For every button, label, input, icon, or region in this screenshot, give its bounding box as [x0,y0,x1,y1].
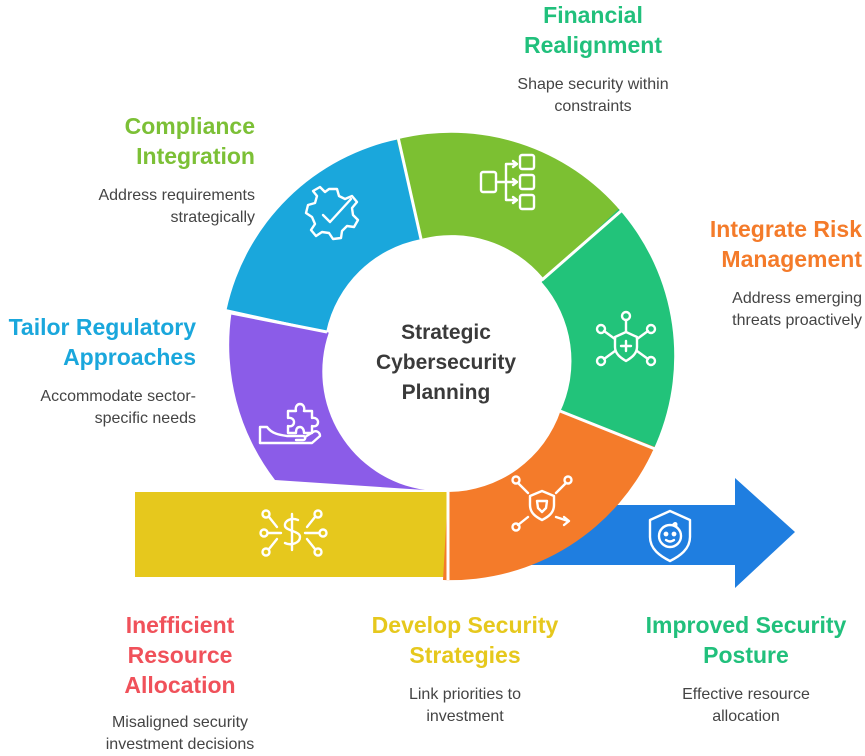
segment-compliance [226,138,421,332]
develop-title: Develop Security Strategies [371,612,559,668]
center-title: Strategic Cybersecurity Planning [375,321,517,404]
risk-label-group: Integrate Risk Management Address emergi… [690,214,862,332]
financial-label-group: Financial Realignment Shape security wit… [478,0,708,118]
compliance-label-group: Compliance Integration Address requireme… [60,111,255,229]
improved-title: Improved Security Posture [645,612,847,668]
compliance-description: Address requirements strategically [98,187,255,226]
gear-check-icon [304,185,360,241]
segment-risk [541,208,675,451]
flowchart-icon [479,153,536,211]
shield-face-icon [648,509,692,563]
compliance-title: Compliance Integration [124,113,255,169]
tailor-description: Accommodate sector- specific needs [40,388,196,427]
shield-arrows-icon [511,475,573,532]
dollar-network-icon [259,509,328,557]
puzzle-hand-icon [258,402,322,445]
financial-description: Shape security within constraints [517,76,669,115]
segment-develop [443,410,655,581]
network-shield-icon [595,310,657,367]
inefficient-description: Misaligned security investment decisions [105,714,255,753]
improved-description: Effective resource allocation [682,686,810,725]
inefficient-label-group: Inefficient Resource Allocation Misalign… [80,610,280,756]
tailor-title: Tailor Regulatory Approaches [8,314,196,370]
develop-description: Link priorities to investment [408,686,522,725]
segment-financial [396,132,622,278]
inefficient-title: Inefficient Resource Allocation [124,612,236,698]
segment-tailor [229,313,425,490]
risk-title: Integrate Risk Management [709,216,862,272]
financial-title: Financial Realignment [523,2,663,58]
develop-label-group: Develop Security Strategies Link priorit… [355,610,575,728]
improved-label-group: Improved Security Posture Effective reso… [630,610,862,728]
tailor-label-group: Tailor Regulatory Approaches Accommodate… [0,312,196,430]
risk-description: Address emerging threats proactively [732,290,862,329]
